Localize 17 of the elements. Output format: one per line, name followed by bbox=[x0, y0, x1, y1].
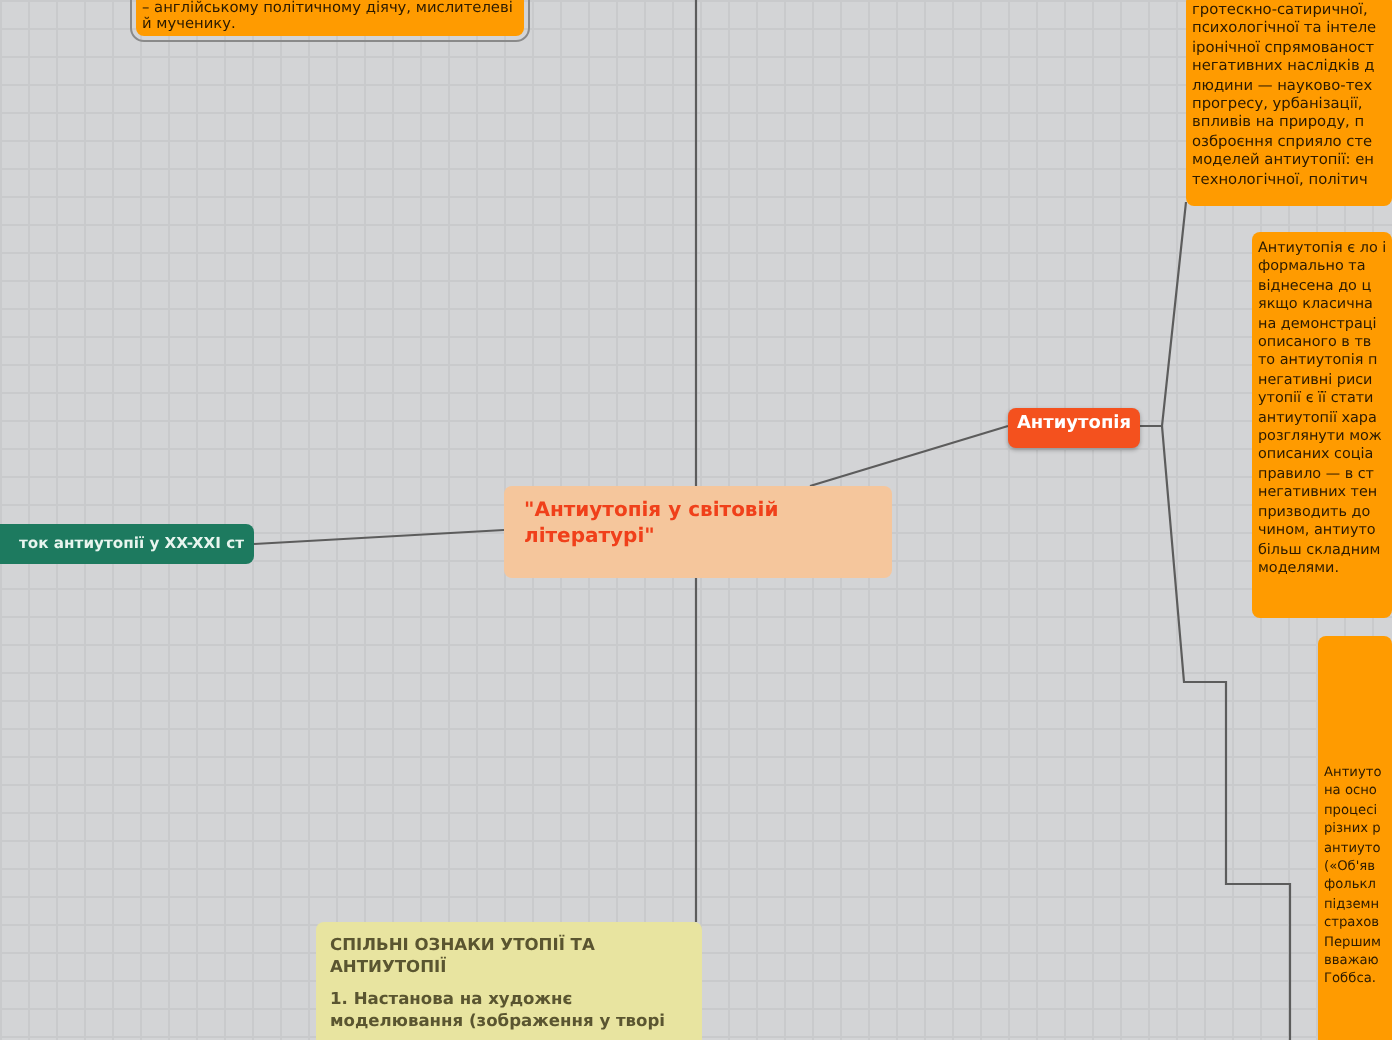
card-text: "Антиутопія у світовій літературі" bbox=[524, 498, 781, 550]
card-text: 1. Настанова на художнє моделювання (зображення у творі bbox=[330, 988, 668, 1032]
note-card bbox=[1318, 636, 1392, 1040]
note-card bbox=[1252, 232, 1392, 618]
topic-box bbox=[1008, 408, 1140, 448]
connector-line bbox=[1140, 201, 1188, 428]
connector-line bbox=[694, 578, 698, 922]
note-card bbox=[316, 922, 702, 1040]
connector-line bbox=[809, 424, 1009, 488]
connector-line bbox=[694, 0, 698, 486]
connector-line bbox=[253, 528, 505, 546]
topic-box bbox=[0, 524, 254, 564]
card-text: Антиутопія bbox=[1014, 414, 1134, 434]
note-card bbox=[1186, 0, 1392, 206]
central-topic bbox=[504, 486, 892, 578]
connector-line bbox=[1160, 425, 1292, 1040]
card-heading: СПІЛЬНІ ОЗНАКИ УТОПІЇ ТА АНТИУТОПІЇ bbox=[330, 934, 597, 978]
